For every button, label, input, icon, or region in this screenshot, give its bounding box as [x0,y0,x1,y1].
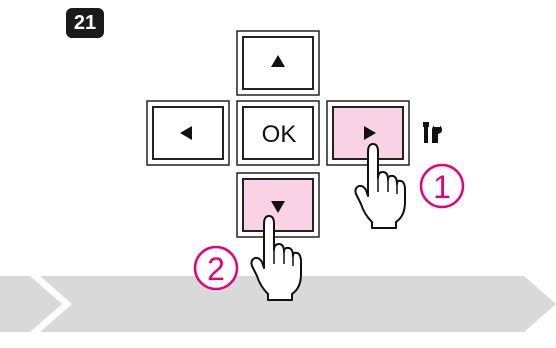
callout-2: 2 [193,245,239,291]
tools-icon [423,121,442,143]
up-button[interactable] [236,30,320,96]
down-button[interactable] [236,172,320,238]
ok-label: OK [262,121,297,148]
callout-1-label: 1 [433,169,451,205]
pointing-hand-icon [354,143,406,229]
left-arrow-icon [180,126,192,140]
callout-2-label: 2 [207,251,225,287]
step-number-badge: 21 [66,8,104,38]
down-arrow-icon [271,201,285,213]
right-arrow-icon [364,126,376,140]
ok-button[interactable]: OK [236,100,320,166]
chevron-right-icon [40,276,556,332]
callout-1: 1 [419,163,465,209]
progress-banner [0,276,556,332]
pointing-hand-icon [250,215,302,301]
left-button[interactable] [146,100,230,166]
up-arrow-icon [271,55,285,67]
banner-band [0,276,62,332]
